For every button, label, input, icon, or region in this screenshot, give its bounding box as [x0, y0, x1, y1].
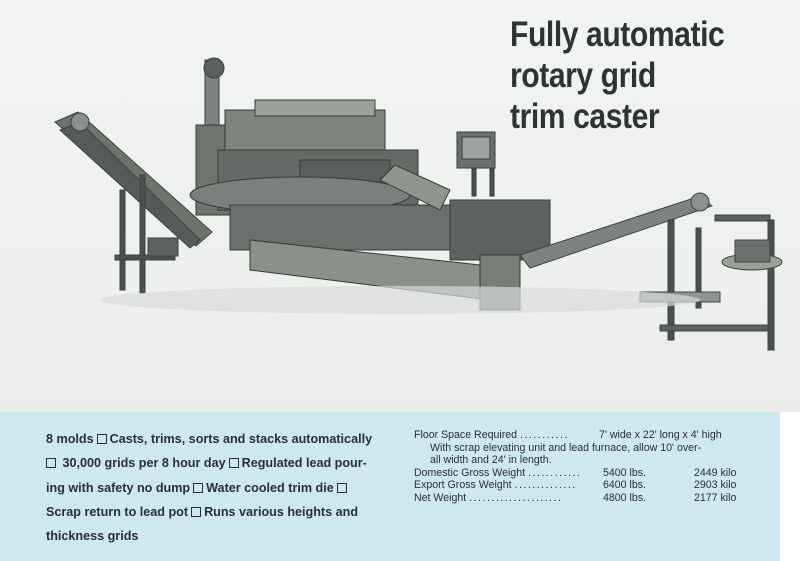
spec-label: Net Weight	[414, 491, 467, 504]
feature-text: Runs various heights and	[204, 504, 359, 519]
leader-dots: ..............	[514, 479, 577, 491]
headline: Fully automatic rotary grid trim caster	[510, 14, 755, 137]
headline-line-3: trim caster	[510, 97, 660, 136]
feature-line: ing with safety no dump Water cooled trim…	[46, 476, 386, 500]
weight-row: Export Gross Weight .............. 6400 …	[414, 479, 776, 492]
grid-caster-machine-illustration	[54, 57, 783, 351]
headline-line-2: rotary grid	[510, 56, 656, 95]
specifications: Floor Space Required ........... 7' wide…	[414, 429, 776, 504]
machine-photo	[0, 0, 800, 412]
weight-row: Net Weight ..................... 4800 lb…	[414, 492, 776, 505]
checkbox-bullet-icon	[96, 434, 107, 444]
headline-line-1: Fully automatic	[510, 15, 725, 54]
right-conveyor	[519, 192, 783, 351]
feature-text: thickness grids	[46, 529, 139, 544]
central-machine	[189, 57, 551, 311]
weight-row: Domestic Gross Weight ............ 5400 …	[414, 467, 776, 480]
spec-panel	[0, 412, 780, 561]
checkbox-bullet-icon	[193, 482, 204, 493]
left-conveyor	[54, 111, 213, 294]
spec-label: Export Gross Weight	[414, 479, 512, 491]
leader-dots: ...........	[520, 429, 569, 441]
weight-label: Domestic Gross Weight ............	[414, 467, 581, 480]
feature-text: 8 molds	[46, 432, 94, 446]
feature-line: 8 molds Casts, trims, sorts and stacks au…	[46, 427, 386, 451]
weight-lbs: 5400 lbs.	[603, 466, 646, 479]
weight-kilo: 2177 kilo	[694, 491, 737, 504]
weight-kilo: 2903 kilo	[694, 479, 737, 491]
leader-dots: ............	[528, 466, 582, 479]
floor-shadow	[100, 286, 700, 314]
checkbox-bullet-icon	[336, 482, 347, 493]
feature-line: 30,000 grids per 8 hour day Regulated lea…	[46, 451, 386, 475]
floor-space-note: all width and 24' in length.	[430, 454, 552, 466]
feature-line: thickness grids	[46, 524, 386, 548]
feature-text: Regulated lead pour-	[241, 456, 367, 471]
feature-text: ing with safety no dump	[46, 480, 191, 495]
weight-kilo: 2449 kilo	[694, 466, 737, 479]
feature-list: 8 molds Casts, trims, sorts and stacks au…	[46, 427, 386, 548]
weight-label: Net Weight .....................	[414, 492, 562, 505]
feature-text: Scrap return to lead pot	[46, 504, 189, 519]
feature-text: Water cooled trim die	[206, 480, 334, 495]
floor-space-row: Floor Space Required ........... 7' wide…	[414, 429, 776, 442]
floor-space-note: With scrap elevating unit and lead furna…	[430, 441, 702, 454]
weight-lbs: 4800 lbs.	[603, 491, 646, 504]
checkbox-bullet-icon	[46, 458, 56, 469]
checkbox-bullet-icon	[228, 458, 239, 469]
page-margin	[780, 412, 800, 561]
checkbox-bullet-icon	[191, 506, 202, 517]
feature-text: Casts, trims, sorts and stacks automatic…	[109, 432, 373, 446]
weight-lbs: 6400 lbs.	[603, 479, 646, 491]
control-panel	[456, 131, 496, 197]
weight-label: Export Gross Weight ..............	[414, 479, 577, 492]
leader-dots: .....................	[469, 491, 563, 504]
floor-space-value: 7' wide x 22' long x 4' high	[599, 429, 722, 441]
floor-space-label: Floor Space Required ...........	[414, 429, 569, 442]
feature-line: Scrap return to lead pot Runs various hei…	[46, 500, 386, 524]
spec-label: Floor Space Required	[414, 429, 518, 441]
spec-label: Domestic Gross Weight	[414, 466, 526, 479]
feature-text: 30,000 grids per 8 hour day	[62, 456, 226, 471]
